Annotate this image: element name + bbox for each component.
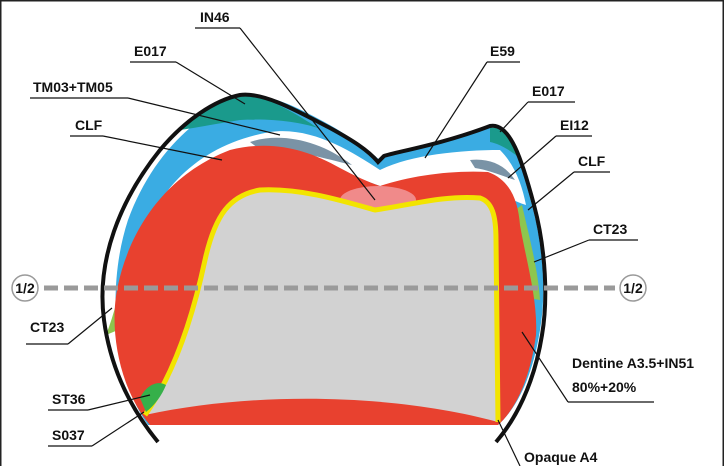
label-e017-top: E017 [134, 43, 167, 59]
opaque-line [142, 187, 501, 423]
half-marker-left: 1/2 [11, 274, 39, 302]
leader-e017-top [175, 61, 246, 105]
half-marker-right: 1/2 [619, 274, 647, 302]
clf-white-band [135, 131, 526, 262]
leader-ct23-left [67, 307, 113, 345]
ct23-right-layer [515, 205, 540, 300]
ei12-slate-layer [470, 159, 515, 180]
leader-st36 [87, 394, 151, 411]
leader-opaque [497, 419, 521, 466]
half-marker-right-text: 1/2 [623, 280, 643, 296]
teal-layer [180, 96, 318, 130]
label-opaque: Opaque A4 [524, 449, 598, 465]
leader-e59 [424, 61, 488, 159]
leader-s037 [91, 411, 145, 447]
label-ei12: EI12 [560, 117, 589, 133]
label-dentine-2: 80%+20% [572, 379, 637, 395]
leader-in46 [239, 27, 376, 201]
label-dentine-1: Dentine A3.5+IN51 [572, 355, 694, 371]
label-e017-right: E017 [532, 83, 565, 99]
st36-layer [140, 383, 166, 412]
label-e59: E59 [490, 43, 515, 59]
label-s037: S037 [52, 427, 85, 443]
leader-ct23-right [533, 239, 590, 263]
label-ct23-right: CT23 [593, 221, 627, 237]
leader-e017-right [499, 101, 529, 133]
core-layer [145, 189, 498, 422]
leader-ei12 [507, 135, 557, 179]
label-in46: IN46 [200, 9, 230, 25]
teal-layer-right [490, 127, 522, 160]
leader-dentine [521, 331, 569, 403]
label-ct23-left: CT23 [30, 319, 64, 335]
label-tm03-tm05: TM03+TM05 [33, 79, 113, 95]
label-clf-left: CLF [75, 117, 103, 133]
label-st36: ST36 [52, 391, 86, 407]
leader-tm03-tm05 [127, 97, 281, 136]
label-clf-right: CLF [578, 153, 606, 169]
tooth-outline [100, 92, 548, 444]
leader-clf-left [102, 135, 223, 161]
leader-clf-right [527, 171, 575, 211]
half-marker-left-text: 1/2 [15, 280, 35, 296]
